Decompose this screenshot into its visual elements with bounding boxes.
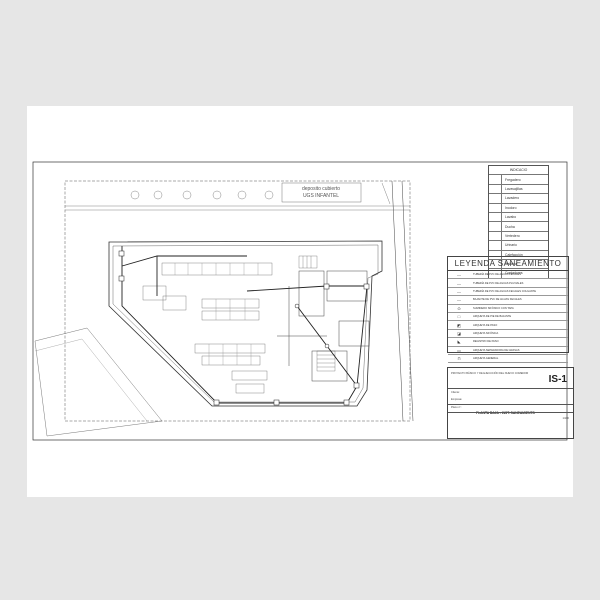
room-legend-item: Caldera: [505, 262, 517, 267]
legend-text: BAJANTE DE PVC DE AGUAS FECALES: [473, 298, 522, 302]
room-legend-title: INDICACIO: [509, 168, 528, 173]
room-legend-item: Ducha: [505, 224, 515, 229]
box-icon: ◩: [457, 322, 461, 328]
legend-text: ARQUETA SIFÓNICA: [473, 331, 499, 335]
legend-text: ARQUETA DE PIE DE BAJANTE: [473, 315, 512, 319]
room-legend: INDICACIO Fregadero Lavavajillas Lavader…: [488, 165, 549, 279]
legend-text: ARQUETA DE PASO: [473, 323, 498, 327]
legend-text: ARQUETA SEPARADORA DE GRASAS: [473, 348, 520, 352]
box-icon: ◪: [457, 330, 461, 336]
room-legend-item: Calefacción: [505, 252, 523, 257]
top-label-line1: deposito cubierto: [302, 186, 340, 192]
room-legend-item: Urinario: [505, 243, 517, 248]
legend-text: REGISTRO DE PASO: [473, 340, 499, 344]
legend-text: ARQUETA GENERAL: [473, 357, 499, 361]
room-legend-item: Lavavajillas: [505, 186, 523, 191]
top-label-line2: UGS INFANTEL: [303, 193, 339, 199]
legend-text: TUBERÍA DE PVC DE AGUAS FECALES: [473, 273, 521, 277]
title-block: PROYECTO BÁSICO Y DE EJECUCIÓN DEL NUEVO…: [447, 367, 574, 439]
room-legend-item: Vertedero: [505, 233, 520, 238]
plan-number-label: Plano nº:: [451, 406, 462, 409]
pipe-icon: —: [457, 297, 461, 303]
register-icon: ◣: [457, 339, 461, 345]
legend-text: TUBERÍA DE PVC DE AGUAS PLUVIALES: [473, 281, 524, 285]
room-legend-item: Inodoro: [505, 205, 517, 210]
pipe-icon: —: [457, 288, 461, 294]
legend-text: SUMIDERO SIFÓNICO CON TAPA: [473, 306, 514, 310]
room-legend-item: Lavabo: [505, 215, 517, 220]
pipe-icon: —: [457, 272, 461, 278]
company-label: Empresa:: [451, 398, 463, 401]
drawing-sheet: deposito cubierto UGS INFANTEL: [27, 106, 574, 497]
box-icon: □: [457, 314, 461, 320]
box-icon: ⊓: [457, 356, 461, 362]
sheet-code: IS-1: [548, 374, 567, 385]
sanitation-legend-title: LEYENDA SANEAMIENTO: [448, 257, 568, 271]
legend-text: TUBERÍA DE PVC DE AGUAS FECALES COLGANTE: [473, 289, 536, 293]
room-legend-item: Lavadero: [505, 196, 520, 201]
sanitation-legend: LEYENDA SANEAMIENTO — TUBERÍA DE PVC DE A…: [447, 256, 569, 364]
project-name: PROYECTO BÁSICO Y DE EJECUCIÓN DEL NUEVO…: [451, 372, 529, 375]
room-legend-item: Fregadero: [505, 177, 521, 182]
plan-title: PLANTA BAJA - INST. SANEAMIENTO: [476, 411, 535, 415]
box-icon: ▭: [457, 347, 461, 353]
drain-icon: ⊙: [457, 305, 461, 311]
client-label: Cliente:: [451, 391, 460, 394]
room-legend-item: Contadores: [505, 271, 523, 276]
scale-value: 1/100: [562, 417, 570, 420]
pipe-icon: —: [457, 280, 461, 286]
floor-plan-drawing: deposito cubierto UGS INFANTEL: [32, 161, 568, 441]
